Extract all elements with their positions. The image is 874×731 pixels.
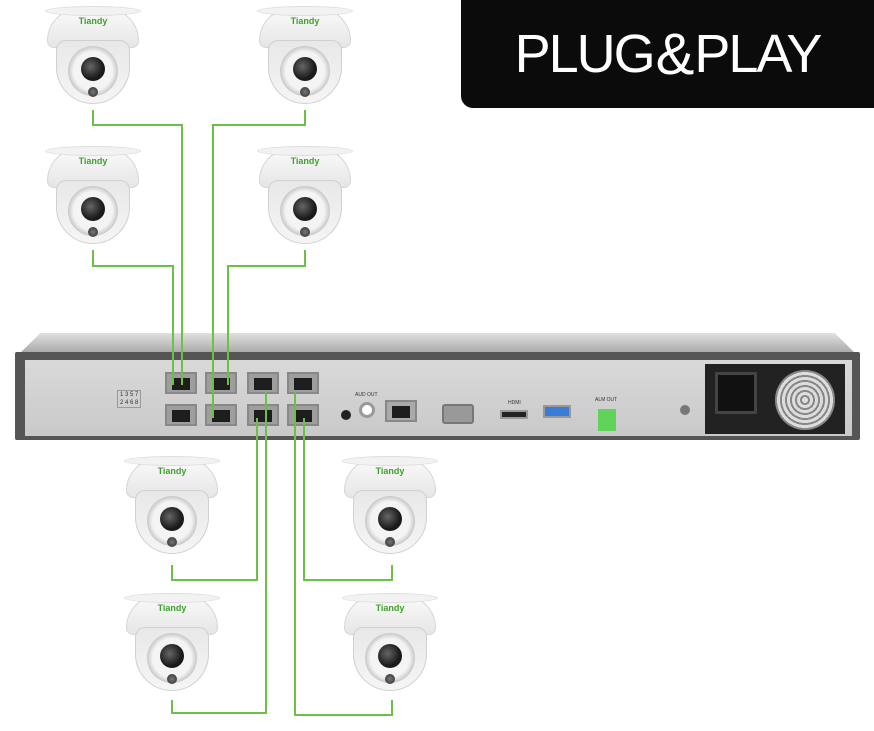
camera-lens-icon (293, 57, 317, 81)
audio-out-label: AUD OUT (355, 392, 378, 398)
ir-led-icon (88, 87, 98, 97)
camera-rim (124, 456, 220, 466)
poe-port-6[interactable] (247, 404, 279, 426)
ip-camera-5: Tiandy (122, 450, 222, 562)
camera-brand-label: Tiandy (375, 466, 405, 476)
cable-camera-6 (303, 418, 393, 581)
port-map-label: 1 3 5 7 2 4 6 8 (117, 390, 142, 408)
alarm-out-label: ALM OUT (595, 397, 618, 403)
cable-camera-2 (212, 110, 306, 418)
camera-lens-icon (160, 644, 184, 668)
camera-brand-label: Tiandy (78, 16, 108, 26)
ir-led-icon (300, 227, 310, 237)
camera-brand-label: Tiandy (290, 16, 320, 26)
fan-grille-icon (775, 370, 835, 430)
camera-brand-label: Tiandy (157, 603, 187, 613)
camera-rim (124, 593, 220, 603)
ip-camera-7: Tiandy (122, 587, 222, 699)
poe-port-7[interactable] (287, 372, 319, 394)
camera-lens-icon (81, 57, 105, 81)
camera-rim (342, 456, 438, 466)
ir-led-icon (167, 537, 177, 547)
ir-led-icon (385, 674, 395, 684)
ground-screw (680, 405, 690, 415)
ip-camera-8: Tiandy (340, 587, 440, 699)
ip-camera-2: Tiandy (255, 0, 355, 112)
audio-out-jack[interactable] (359, 402, 375, 418)
cable-camera-8 (294, 392, 393, 716)
nvr-recorder: 1 3 5 7 2 4 6 8 AUD OUT HDMI ALM OUT (15, 352, 860, 440)
port-map-row: 2 4 6 8 (120, 400, 139, 406)
lan-port[interactable] (385, 400, 417, 422)
ir-led-icon (385, 537, 395, 547)
camera-lens-icon (378, 644, 402, 668)
ip-camera-1: Tiandy (43, 0, 143, 112)
camera-rim (342, 593, 438, 603)
port-map-row: 1 3 5 7 (120, 392, 139, 398)
camera-rim (257, 146, 353, 156)
ip-camera-3: Tiandy (43, 140, 143, 252)
camera-lens-icon (293, 197, 317, 221)
badge-ampersand: & (655, 21, 695, 87)
alarm-out-terminal[interactable] (598, 409, 616, 431)
power-supply (705, 364, 845, 434)
ir-led-icon (300, 87, 310, 97)
ir-led-icon (167, 674, 177, 684)
camera-rim (257, 6, 353, 16)
camera-brand-label: Tiandy (157, 466, 187, 476)
hdmi-label: HDMI (508, 400, 521, 406)
cable-camera-3 (92, 250, 174, 385)
cable-camera-4 (227, 250, 306, 385)
camera-lens-icon (378, 507, 402, 531)
camera-lens-icon (160, 507, 184, 531)
nvr-rear-panel: 1 3 5 7 2 4 6 8 AUD OUT HDMI ALM OUT (25, 360, 852, 436)
audio-in-jack[interactable] (341, 410, 351, 420)
camera-rim (45, 146, 141, 156)
poe-port-5[interactable] (247, 372, 279, 394)
ip-camera-6: Tiandy (340, 450, 440, 562)
camera-brand-label: Tiandy (375, 603, 405, 613)
vga-port[interactable] (442, 404, 474, 424)
camera-brand-label: Tiandy (290, 156, 320, 166)
poe-port-2[interactable] (165, 404, 197, 426)
cable-camera-1 (92, 110, 183, 385)
hdmi-port[interactable] (500, 410, 528, 419)
badge-text-plug: PLUG (514, 24, 656, 84)
cable-camera-7 (171, 392, 267, 714)
usb-port[interactable] (543, 405, 571, 418)
camera-rim (45, 6, 141, 16)
ip-camera-4: Tiandy (255, 140, 355, 252)
camera-lens-icon (81, 197, 105, 221)
camera-brand-label: Tiandy (78, 156, 108, 166)
ir-led-icon (88, 227, 98, 237)
badge-text-play: PLAY (694, 24, 822, 84)
power-socket[interactable] (715, 372, 757, 414)
cable-camera-5 (171, 418, 258, 581)
plug-and-play-badge: PLUG & PLAY (461, 0, 874, 108)
